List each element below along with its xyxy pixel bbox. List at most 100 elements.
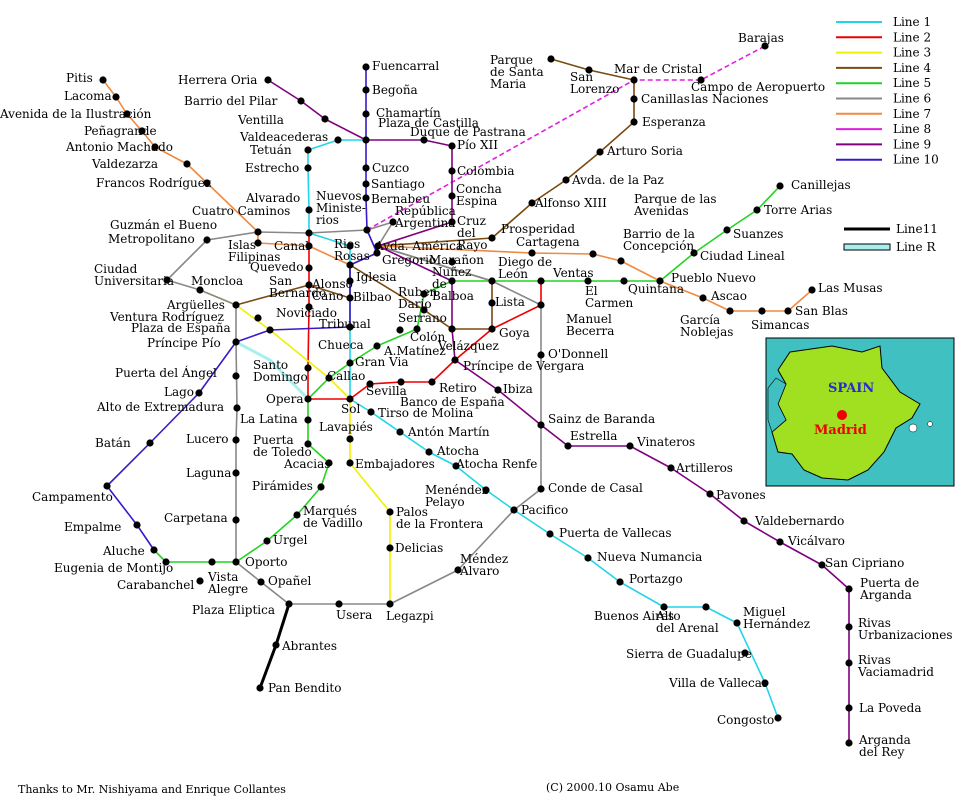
station-aluche[interactable]: Aluche — [102, 544, 158, 558]
station-dot[interactable] — [325, 374, 333, 382]
station-dot[interactable] — [697, 76, 705, 84]
station-dot[interactable] — [452, 462, 460, 470]
station-dot[interactable] — [537, 277, 545, 285]
station-prosperidad[interactable]: Prosperidad — [488, 222, 575, 242]
station-dot[interactable] — [774, 714, 782, 722]
station-dot[interactable] — [363, 226, 371, 234]
station-sevilla[interactable]: Sevilla — [366, 380, 407, 398]
station-avilustracion[interactable]: Avenida de la Ilustración — [0, 107, 152, 121]
station-santiago[interactable]: Santiago — [362, 177, 425, 191]
station-dot[interactable] — [346, 359, 354, 367]
station-dot[interactable] — [362, 194, 370, 202]
station-dot[interactable] — [386, 600, 394, 608]
station-dot[interactable] — [448, 258, 456, 266]
station-condecasal[interactable]: Conde de Casal — [537, 481, 643, 495]
station-dot[interactable] — [362, 63, 370, 71]
station-dot[interactable] — [547, 55, 555, 63]
station-sierraguadalupe[interactable]: Sierra de Guadalupe — [626, 647, 752, 661]
station-francos[interactable]: Francos Rodríguez — [96, 176, 211, 190]
station-dot[interactable] — [304, 416, 312, 424]
station-dot[interactable] — [203, 236, 211, 244]
station-sainzbaranda[interactable]: Sainz de Baranda — [537, 412, 655, 429]
station-colon[interactable]: Colón — [410, 325, 445, 344]
station-barajas[interactable]: Barajas — [738, 31, 784, 50]
station-maranon[interactable]: Marañon — [429, 253, 484, 267]
station-lucero[interactable]: Lucero — [186, 432, 240, 446]
station-dot[interactable] — [150, 546, 158, 554]
station-dot[interactable] — [784, 307, 792, 315]
station-velazquez[interactable]: Velázquez — [437, 325, 499, 353]
station-dot[interactable] — [195, 389, 203, 397]
station-dot[interactable] — [386, 544, 394, 552]
station-dot[interactable] — [362, 110, 370, 118]
station-simancas[interactable]: Simancas — [751, 307, 809, 332]
station-dot[interactable] — [367, 408, 375, 416]
station-lalatina[interactable]: La Latina — [240, 412, 312, 426]
station-tribunal[interactable]: Tribunal — [319, 317, 371, 331]
station-oporto[interactable]: Oporto — [232, 555, 288, 569]
station-tetuan[interactable]: Tetuán — [250, 143, 312, 157]
station-dot[interactable] — [564, 442, 572, 450]
station-dot[interactable] — [232, 436, 240, 444]
station-penagrande[interactable]: Peñagrande — [84, 124, 157, 138]
station-dot[interactable] — [761, 679, 769, 687]
station-dot[interactable] — [346, 435, 354, 443]
station-suanzes[interactable]: Suanzes — [723, 226, 783, 241]
station-dot[interactable] — [304, 364, 312, 372]
station-dot[interactable] — [482, 486, 490, 494]
station-dot[interactable] — [528, 199, 536, 207]
station-dot[interactable] — [254, 314, 262, 322]
station-dot[interactable] — [488, 325, 496, 333]
station-dot[interactable] — [630, 95, 638, 103]
station-dot[interactable] — [103, 482, 111, 490]
station-tirso[interactable]: Tirso de Molina — [367, 406, 473, 420]
station-dot[interactable] — [163, 276, 171, 284]
station-avpaz[interactable]: Avda. de la Paz — [562, 173, 664, 187]
station-dot[interactable] — [845, 704, 853, 712]
station-antonmartin[interactable]: Antón Martín — [396, 425, 490, 439]
station-bancoespana[interactable]: Banco de España — [397, 378, 505, 409]
station-dot[interactable] — [726, 307, 734, 315]
station-fuencarral[interactable]: Fuencarral — [362, 59, 439, 73]
station-odonnell[interactable]: O'Donnell — [537, 347, 608, 361]
station-valdezarza[interactable]: Valdezarza — [91, 157, 191, 171]
station-eugenia[interactable]: Eugenia de Montijo — [54, 558, 173, 575]
station-ventas[interactable]: Ventas — [537, 266, 594, 285]
station-dot[interactable] — [818, 561, 826, 569]
station-valdeacederas[interactable]: Valdeacederas — [239, 130, 342, 144]
station-lasmusas[interactable]: Las Musas — [808, 281, 883, 295]
station-altoextremadura[interactable]: Alto de Extremadura — [96, 400, 241, 414]
station-noviciado[interactable]: Noviciado — [276, 303, 337, 320]
station-callao[interactable]: Callao — [325, 369, 365, 383]
station-lacoma[interactable]: Lacoma — [64, 89, 120, 103]
station-bilbao[interactable]: Bilbao — [346, 290, 392, 304]
station-pavones[interactable]: Pavones — [706, 488, 766, 502]
station-quintana[interactable]: Quintana — [620, 277, 684, 296]
station-urgel[interactable]: Urgel — [263, 533, 308, 547]
station-dot[interactable] — [584, 277, 592, 285]
station-dot[interactable] — [845, 659, 853, 667]
station-dot[interactable] — [448, 325, 456, 333]
station-embajadores[interactable]: Embajadores — [346, 457, 435, 471]
station-dot[interactable] — [723, 226, 731, 234]
station-pioxii[interactable]: Pío XII — [448, 138, 498, 152]
station-alfonsoxiii[interactable]: Alfonso XIII — [528, 196, 607, 210]
station-dot[interactable] — [425, 448, 433, 456]
station-begona[interactable]: Begoña — [362, 83, 418, 97]
station-dot[interactable] — [660, 603, 668, 611]
station-plazaeliptica[interactable]: Plaza Eliptica — [192, 600, 293, 617]
station-dot[interactable] — [362, 164, 370, 172]
station-empalme[interactable]: Empalme — [64, 520, 141, 534]
